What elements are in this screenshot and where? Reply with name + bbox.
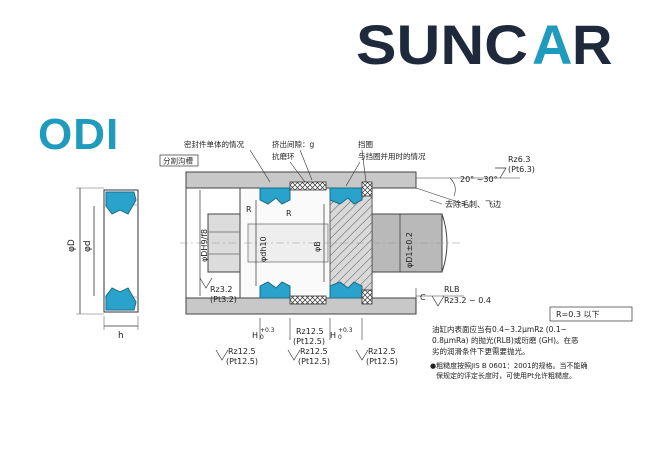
label-rz125-mid: Rz12.5	[296, 327, 324, 336]
label-rz32: Rz3.2	[210, 285, 232, 294]
label-r-note: R=0.3 以下	[556, 310, 600, 319]
svg-text:A: A	[532, 13, 572, 76]
dim-phi-d: φd	[83, 240, 93, 252]
label-pt125-1: (Pt12.5)	[226, 357, 258, 366]
label-r-1: R	[246, 205, 252, 214]
label-extrusion-gap: 挤出间隙：g	[272, 139, 314, 149]
label-c: C	[420, 293, 426, 302]
label-wiper: 挡圈	[358, 139, 373, 149]
label-backup-ring: 抗磨环	[272, 151, 295, 161]
brand-logo: SUNC A R	[356, 8, 646, 78]
label-ha-tol-2: +0.3	[338, 327, 353, 334]
backup-ring-bottom	[289, 295, 327, 305]
note2-line1: ●粗糙度按照JIS B 0601：2001的规格。当不能确	[430, 361, 588, 370]
label-rz125-1: Rz12.5	[228, 347, 256, 356]
wiper-ring-bottom	[361, 289, 373, 305]
label-r-2: R	[286, 209, 292, 218]
label-rz125-3: Rz12.5	[368, 347, 396, 356]
label-pt32: (Pt3.2)	[210, 295, 237, 304]
wiper-ring-top	[361, 181, 373, 197]
label-ha-tol2-2: 0	[338, 334, 342, 341]
product-code: ODI	[38, 110, 120, 159]
dim-phi-B: φB	[313, 241, 322, 252]
label-ha-2: H	[330, 331, 336, 340]
note2-line2: 保规定的评定长度时，可使用Pt允许粗糙度。	[436, 371, 576, 380]
callouts-left: Rz3.2 (Pt3.2)	[199, 277, 237, 304]
dim-h: h	[118, 331, 124, 341]
dim-phi-dh10: φdh10	[259, 236, 268, 262]
label-rlb: RLB	[444, 285, 460, 294]
callouts-bottom: H +0.3 0 Rz12.5 (Pt12.5) H +0.3 0 Rz12.5…	[215, 318, 398, 366]
label-rz125-2: Rz12.5	[300, 347, 328, 356]
label-pt63: (Pt6.3)	[508, 165, 535, 174]
dim-phi-D: φD	[67, 239, 77, 252]
seal-lip-top	[105, 191, 137, 215]
label-rz-range: Rz3.2 ~ 0.4	[444, 296, 491, 305]
notes: 油缸内表面应当有0.4~3.2μmRz (0.1~ 0.8μmRa) 的抛光(R…	[430, 324, 588, 380]
seal-section-view: φD φd h	[67, 187, 139, 341]
note1-line1: 油缸内表面应当有0.4~3.2μmRz (0.1~	[432, 324, 567, 334]
svg-text:R: R	[572, 13, 612, 76]
label-pt125-mid: (Pt12.5)	[293, 337, 325, 346]
note1-line2: 0.8μmRa) 的抛光(RLB)或珩磨 (GH)。在恶	[432, 335, 579, 345]
label-pt125-3: (Pt12.5)	[366, 357, 398, 366]
backup-ring-top	[289, 181, 327, 191]
r-note-box	[549, 306, 633, 322]
seal-lip-bottom	[105, 287, 137, 311]
svg-text:SUNC: SUNC	[356, 13, 528, 76]
label-ha-tol-1: +0.3	[260, 327, 275, 334]
cylinder-assembly: φDH9/f8 φdh10 φB φD1±0.2 R R	[180, 171, 460, 315]
label-pt125-2: (Pt12.5)	[298, 357, 330, 366]
label-angle: 20° ~30°	[460, 175, 498, 184]
dim-phi-D1: φD1±0.2	[405, 232, 414, 268]
label-deburr: 去除毛刺、飞边	[445, 199, 501, 209]
label-ha-tol2-1: 0	[260, 334, 264, 341]
callouts-top: 密封件单体的情况 分割沟槽 挤出间隙：g 抗磨环 挡圈 与挡圈并用时的情况	[159, 139, 426, 187]
label-with-wiper: 与挡圈并用时的情况	[358, 151, 426, 161]
label-groove: 分割沟槽	[163, 156, 193, 166]
label-rz63: Rz6.3	[508, 155, 530, 164]
dim-phi-DH9f8: φDH9/f8	[200, 229, 209, 262]
label-seal-single: 密封件单体的情况	[184, 139, 244, 149]
label-ha-1: H	[252, 331, 258, 340]
note1-line3: 劣的润滑条件下更需要抛光。	[432, 346, 530, 356]
callouts-right: 20° ~30° Rz6.3 (Pt6.3) 去除毛刺、飞边 RLB Rz3.2…	[415, 155, 633, 322]
